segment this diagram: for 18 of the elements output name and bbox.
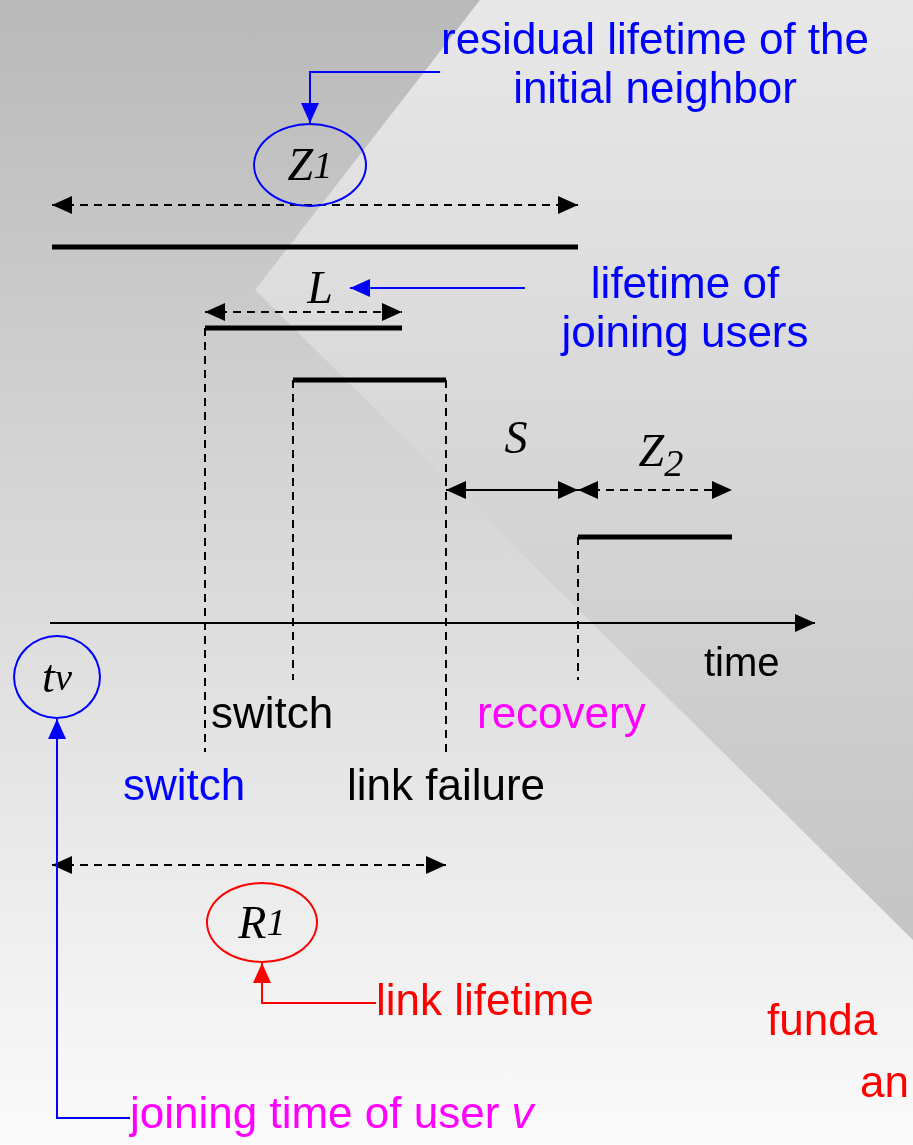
variable-label: S xyxy=(490,412,542,468)
leader-line xyxy=(48,718,131,1119)
variable-label: Z$_{2}$ xyxy=(626,425,696,485)
leader-line xyxy=(253,962,377,1004)
callout-text: lifetime of joining users xyxy=(525,258,845,357)
variable-label: L xyxy=(292,262,348,314)
event-label: switch xyxy=(211,688,334,738)
caption-text: funda xyxy=(767,995,878,1045)
leader-line xyxy=(349,279,526,297)
caption-text: an xyxy=(860,1057,909,1107)
callout-text: link lifetime xyxy=(376,975,696,1025)
callout-text: joining time of user v xyxy=(130,1088,690,1138)
callout-text: residual lifetime of the initial neighbor xyxy=(440,14,870,113)
event-label: link failure xyxy=(347,760,546,810)
leader-line xyxy=(301,71,441,124)
event-label: switch xyxy=(123,760,246,810)
event-label: recovery xyxy=(477,688,646,738)
axis-label: time xyxy=(704,640,780,685)
